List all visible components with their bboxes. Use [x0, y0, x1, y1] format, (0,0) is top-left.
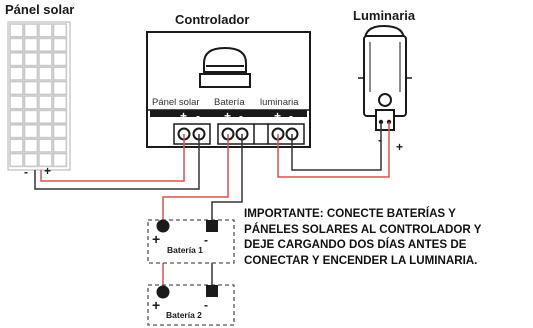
- luminaire-neg-sign: -: [378, 133, 382, 147]
- solar-cell: [23, 109, 39, 125]
- solar-cell: [23, 51, 39, 67]
- battery-2-label: Batería 2: [166, 310, 202, 320]
- solar-cell: [52, 80, 68, 96]
- solar-cell: [23, 23, 39, 38]
- solar-panel-title: Pánel solar: [5, 2, 75, 17]
- solar-cell: [23, 80, 39, 96]
- solar-cell: [52, 138, 68, 153]
- solar-cell: [52, 51, 68, 67]
- notice-line: CONECTAR Y ENCENDER LA LUMINARIA.: [244, 253, 478, 267]
- solar-cell: [52, 23, 68, 38]
- solar-cell: [23, 138, 39, 153]
- solar-cell: [38, 80, 53, 96]
- solar-cell: [52, 109, 68, 125]
- solar-cell: [9, 80, 24, 96]
- notice-line: IMPORTANTE: CONECTE BATERÍAS Y: [244, 207, 456, 220]
- wire-panel-negative: [34, 134, 200, 190]
- battery-1: [147, 219, 235, 264]
- solar-cell: [38, 51, 53, 67]
- panel-neg-sign: -: [24, 165, 28, 179]
- terminal-sign-panel-pos: +: [180, 109, 188, 123]
- solar-cell: [9, 138, 24, 153]
- solar-panel: [7, 21, 71, 171]
- solar-cell: [38, 109, 53, 125]
- solar-cell: [9, 51, 24, 67]
- solar-cell: [38, 138, 53, 153]
- terminal-label-battery: Batería: [214, 97, 245, 108]
- solar-cell: [52, 95, 68, 110]
- battery-1-neg-sign: -: [204, 233, 208, 247]
- terminal-label-panel: Pánel solar: [152, 97, 200, 108]
- solar-cell: [38, 152, 53, 168]
- solar-cell: [38, 37, 53, 53]
- solar-cell: [23, 66, 39, 81]
- solar-cell: [38, 124, 53, 139]
- solar-cell: [9, 109, 24, 125]
- solar-cell: [9, 124, 24, 139]
- controller-box: [146, 31, 311, 148]
- solar-cell: [23, 152, 39, 168]
- panel-pos-sign: +: [44, 164, 52, 178]
- solar-cell: [38, 66, 53, 81]
- terminal-sign-luminaire-pos: +: [274, 109, 282, 123]
- notice-line: PÁNELES SOLARES AL CONTROLADOR Y: [244, 222, 482, 236]
- controller-display-icon: [199, 46, 251, 88]
- solar-cell: [9, 23, 24, 38]
- notice-line: DEJE CARGANDO DOS DÍAS ANTES DE: [244, 238, 467, 251]
- wire-luminaire-positive: [277, 122, 390, 178]
- important-notice: IMPORTANTE: CONECTE BATERÍAS Y PÁNELES S…: [244, 206, 533, 268]
- solar-cell: [52, 37, 68, 53]
- terminal-label-luminaire: luminaria: [260, 97, 299, 108]
- controller-terminals: [173, 123, 305, 145]
- solar-cell: [52, 66, 68, 81]
- solar-cell: [23, 124, 39, 139]
- controller-title: Controlador: [175, 12, 250, 27]
- wire-panel-positive: [40, 134, 185, 182]
- wire-luminaire-negative: [291, 122, 382, 171]
- terminal-sign-battery-neg: -: [239, 109, 243, 123]
- terminal-sign-battery-pos: +: [224, 109, 232, 123]
- wires: [34, 122, 390, 297]
- battery-2-pos-sign: +: [152, 297, 161, 313]
- solar-cell: [38, 23, 53, 38]
- terminal-sign-panel-neg: -: [196, 109, 200, 123]
- solar-cell: [38, 95, 53, 110]
- solar-panel-cells: [9, 23, 68, 168]
- wire-battery-positive: [162, 134, 229, 225]
- solar-cell: [9, 152, 24, 168]
- luminaire-pos-sign: +: [396, 140, 404, 154]
- solar-cell: [9, 37, 24, 53]
- solar-cell: [9, 66, 24, 81]
- battery-2: [147, 284, 235, 326]
- battery-2-neg-sign: -: [204, 298, 208, 312]
- solar-cell: [52, 124, 68, 139]
- battery-1-label: Batería 1: [167, 245, 203, 255]
- solar-cell: [23, 95, 39, 110]
- solar-cell: [23, 37, 39, 53]
- solar-cell: [9, 95, 24, 110]
- solar-cell: [52, 152, 68, 168]
- luminaire: [358, 24, 412, 131]
- battery-1-pos-sign: +: [152, 231, 161, 247]
- terminal-sign-luminaire-neg: -: [289, 109, 293, 123]
- wire-battery-negative: [211, 134, 243, 224]
- luminaire-title: Luminaria: [353, 8, 416, 23]
